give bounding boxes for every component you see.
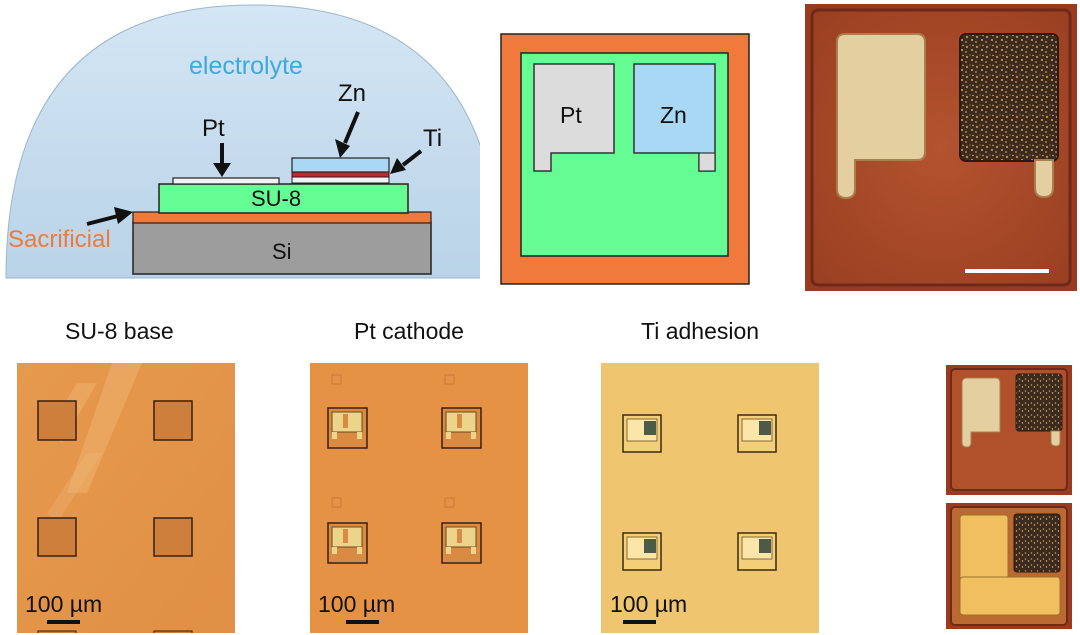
top-view-diagram <box>500 33 750 285</box>
micrograph-title-pt: Pt cathode <box>354 318 464 344</box>
device-micrograph-small-bottom <box>946 503 1072 629</box>
ti-bottom <box>291 176 390 184</box>
scale-label-pt: 100 µm <box>318 591 396 617</box>
pt-device <box>441 522 482 564</box>
pt-pad-image <box>836 33 926 200</box>
zn-label: Zn <box>338 80 367 107</box>
arrow-zn <box>335 111 360 158</box>
device-micrograph-large <box>805 4 1077 291</box>
scale-label-ti: 100 µm <box>610 591 688 617</box>
micrograph-title-ti: Ti adhesion <box>641 318 760 344</box>
pt-device <box>441 407 482 449</box>
su8-square <box>37 400 77 441</box>
su8-square <box>37 517 77 557</box>
sacrificial-label: Sacrificial <box>8 226 111 253</box>
ti-label: Ti <box>423 125 443 152</box>
scale-label-su8: 100 µm <box>25 591 103 617</box>
pt-electrode <box>172 177 280 185</box>
su8-label: SU-8 <box>251 186 302 211</box>
arrow-pt <box>213 143 231 177</box>
su8-square-cut <box>153 630 193 633</box>
zn-pad-image <box>959 33 1059 162</box>
si-label: Si <box>272 239 292 264</box>
cross-section-diagram <box>5 4 480 279</box>
pt-pad <box>533 63 615 172</box>
scale-bar-large <box>965 269 1049 273</box>
top-pt-label: Pt <box>560 102 582 128</box>
pt-label: Pt <box>202 115 225 142</box>
ti-electrode <box>291 171 390 178</box>
micrograph-pt-cathode <box>310 363 528 633</box>
ti-device <box>737 532 777 571</box>
si-layer <box>132 221 432 275</box>
micrograph-ti-adhesion <box>601 363 819 633</box>
micrograph-su8-base <box>17 363 235 633</box>
zn-electrode <box>291 157 390 173</box>
top-zn-label: Zn <box>660 102 687 128</box>
scale-bar <box>47 620 80 624</box>
zn-tab-image <box>1034 159 1054 199</box>
arrow-sacrificial <box>86 207 133 226</box>
ti-device <box>622 532 662 571</box>
su8-square <box>153 400 193 441</box>
zn-tab <box>698 152 716 172</box>
su8-square-cut <box>37 630 77 633</box>
su8-square <box>153 517 193 557</box>
arrow-ti <box>390 149 423 174</box>
ti-device <box>622 414 662 453</box>
su8-layer <box>158 183 409 214</box>
micrograph-title-su8: SU-8 base <box>65 318 174 344</box>
device-micrograph-small-top <box>946 365 1072 495</box>
scale-bar <box>623 620 656 624</box>
pt-device <box>327 407 368 449</box>
pt-device <box>327 522 368 564</box>
ti-device <box>737 414 777 453</box>
electrolyte-label: electrolyte <box>189 52 303 80</box>
scale-bar <box>346 620 379 624</box>
